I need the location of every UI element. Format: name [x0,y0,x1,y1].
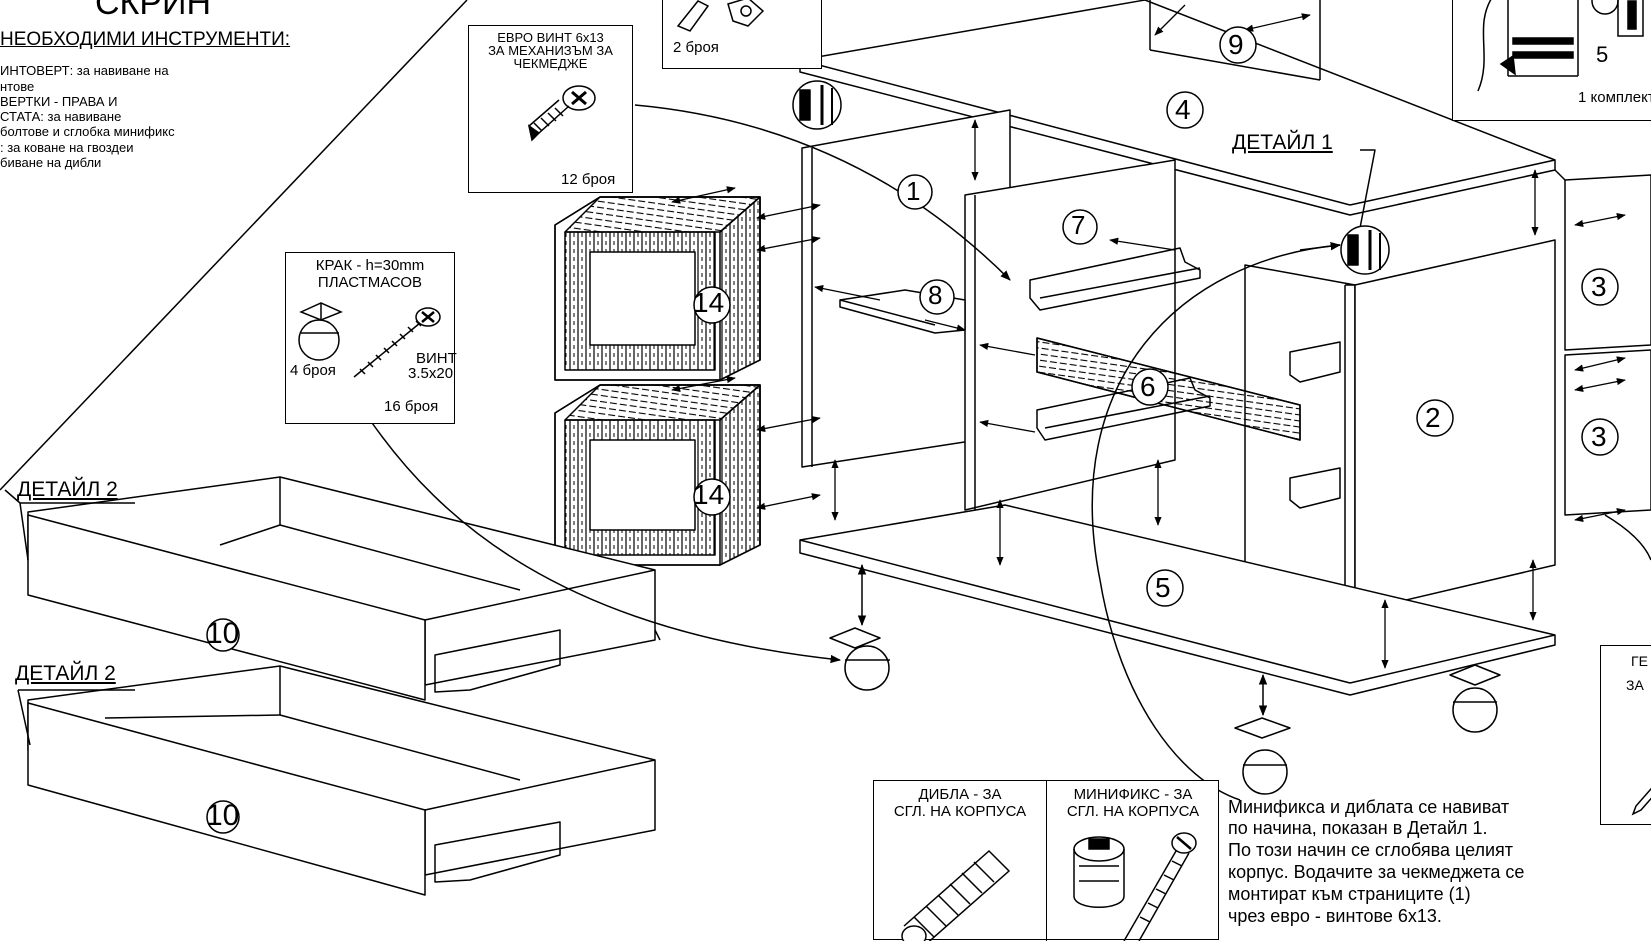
dowel-icon [901,849,1011,941]
wood-screw-icon [353,307,441,378]
tools-line-4: СТАТА: за навиване [0,109,122,124]
partial-right-box: ГЕ ЗА [1600,645,1651,825]
cube-14-bottom [554,384,761,566]
drawer-10-bottom [27,665,656,896]
dowel-title-1: ДИБЛА - ЗА [918,786,1002,803]
hinge-qty: 2 броя [673,39,719,56]
cube-14-top [554,196,761,381]
dowel-title-2: СГЛ. НА КОРПУСА [893,803,1027,820]
part-number-10a: 10 [206,617,240,650]
diagonal-leader [0,0,468,491]
leg-qty: 4 броя [290,362,336,379]
part-number-2: 2 [1425,402,1441,433]
tools-line-2: нтове [0,79,35,94]
minifix-title-1: МИНИФИКС - ЗА [1073,786,1193,803]
kit-number: 5 [1596,42,1609,67]
part-number-5: 5 [1155,572,1171,603]
part-number-4: 4 [1175,94,1191,125]
side-panel-2 [1344,239,1556,613]
number-circles [206,26,1619,834]
tools-line-3: ВЕРТКИ - ПРАВА И [0,94,118,109]
hinge-box: 2 броя [662,0,822,69]
kit-box: 5 1 комплект [1452,0,1651,121]
note-line-1: Минификса и диблата се навиват [1228,797,1510,817]
tools-line-5: болтове и сглобка минификс [0,124,175,139]
tools-line-1: ИНТОВЕРТ: за навиване на [0,63,169,78]
part-number-6: 6 [1140,371,1156,402]
kit-qty: 1 комплект [1578,89,1651,106]
page-title: СКРИН [95,0,212,22]
screw-label-1: ВИНТ [416,350,457,367]
minifix-circle-left [792,80,842,130]
part-number-8: 8 [928,280,943,310]
leader-leg [369,419,842,664]
caster-right [1449,664,1501,733]
partial-za: ЗА [1626,677,1644,693]
leg-box: КРАК - h=30mm ПЛАСТМАСОВ 4 броя ВИНТ 3.5… [285,252,457,424]
drawer-10-top [27,476,661,701]
leader-detail1 [1359,149,1376,229]
detail1-label: ДЕТАЙЛ 1 [1232,131,1333,154]
note-line-4: корпус. Водачите за чекмеджета се [1228,862,1525,882]
euro-screw-icon [527,85,596,142]
part-number-9: 9 [1228,29,1244,60]
middle-partition [964,159,1176,511]
part-number-10b: 10 [206,799,240,832]
fittings-divider [1046,781,1048,941]
note-line-5: монтират към страниците (1) [1228,884,1471,904]
detail2-label-bottom: ДЕТАЙЛ 2 [15,662,116,685]
euro-screw-title-2: ЗА МЕХАНИЗЪМ ЗА [488,43,613,58]
part-number-14a: 14 [693,287,725,318]
leg-screw-qty: 16 броя [384,398,439,415]
leg-icon [298,302,343,361]
leader-euro-screw [634,104,1011,281]
leader-right [1604,514,1651,561]
drawer-fronts-3 [1554,169,1651,516]
caster-left [829,563,890,691]
tools-heading: НЕОБХОДИМИ ИНСТРУМЕНТИ: [0,29,291,50]
part-number-1: 1 [906,176,921,206]
euro-screw-title-3: ЧЕКМЕДЖЕ [513,56,588,71]
tools-line-7: биване на дибли [0,155,102,170]
part-number-14b: 14 [693,479,725,510]
leg-title-2: ПЛАСТМАСОВ [317,274,423,291]
note-line-3: По този начин се сглобява целият [1228,840,1514,860]
part-number-3b: 3 [1591,421,1607,452]
brackets [1289,341,1341,509]
euro-screw-qty: 12 броя [561,171,616,188]
screw-label-2: 3.5x20 [408,365,454,382]
note-line-6: чрез евро - винтове 6x13. [1228,906,1442,926]
leg-title-1: КРАК - h=30mm [315,257,425,274]
back-panel-9 [1149,0,1321,81]
runners-7 [1029,247,1211,441]
minifix-circle-right [1340,225,1390,275]
detail1-circle-arc [1091,244,1341,801]
pencil-icon [1631,787,1651,816]
partial-ge: ГЕ [1631,653,1648,669]
part-number-3a: 3 [1591,271,1607,302]
part-number-7: 7 [1071,210,1086,240]
kit-icon [1477,0,1644,92]
euro-screw-box: ЕВРО ВИНТ 6x13 ЗА МЕХАНИЗЪМ ЗА ЧЕКМЕДЖЕ … [468,25,633,193]
hinge-icon [676,0,765,32]
assembly-arrows [671,4,1626,669]
tools-line-6: : за коване на гвоздеи [0,140,134,155]
minifix-title-2: СГЛ. НА КОРПУСА [1066,803,1200,820]
minifix-icon [1073,832,1197,941]
fittings-box: ДИБЛА - ЗА СГЛ. НА КОРПУСА МИНИФИКС - ЗА… [873,780,1219,941]
euro-screw-title-1: ЕВРО ВИНТ 6x13 [497,30,604,45]
detail2-label-top: ДЕТАЙЛ 2 [17,478,118,501]
caster-mid [1234,673,1291,795]
note-line-2: по начина, показан в Детайл 1. [1228,818,1488,838]
